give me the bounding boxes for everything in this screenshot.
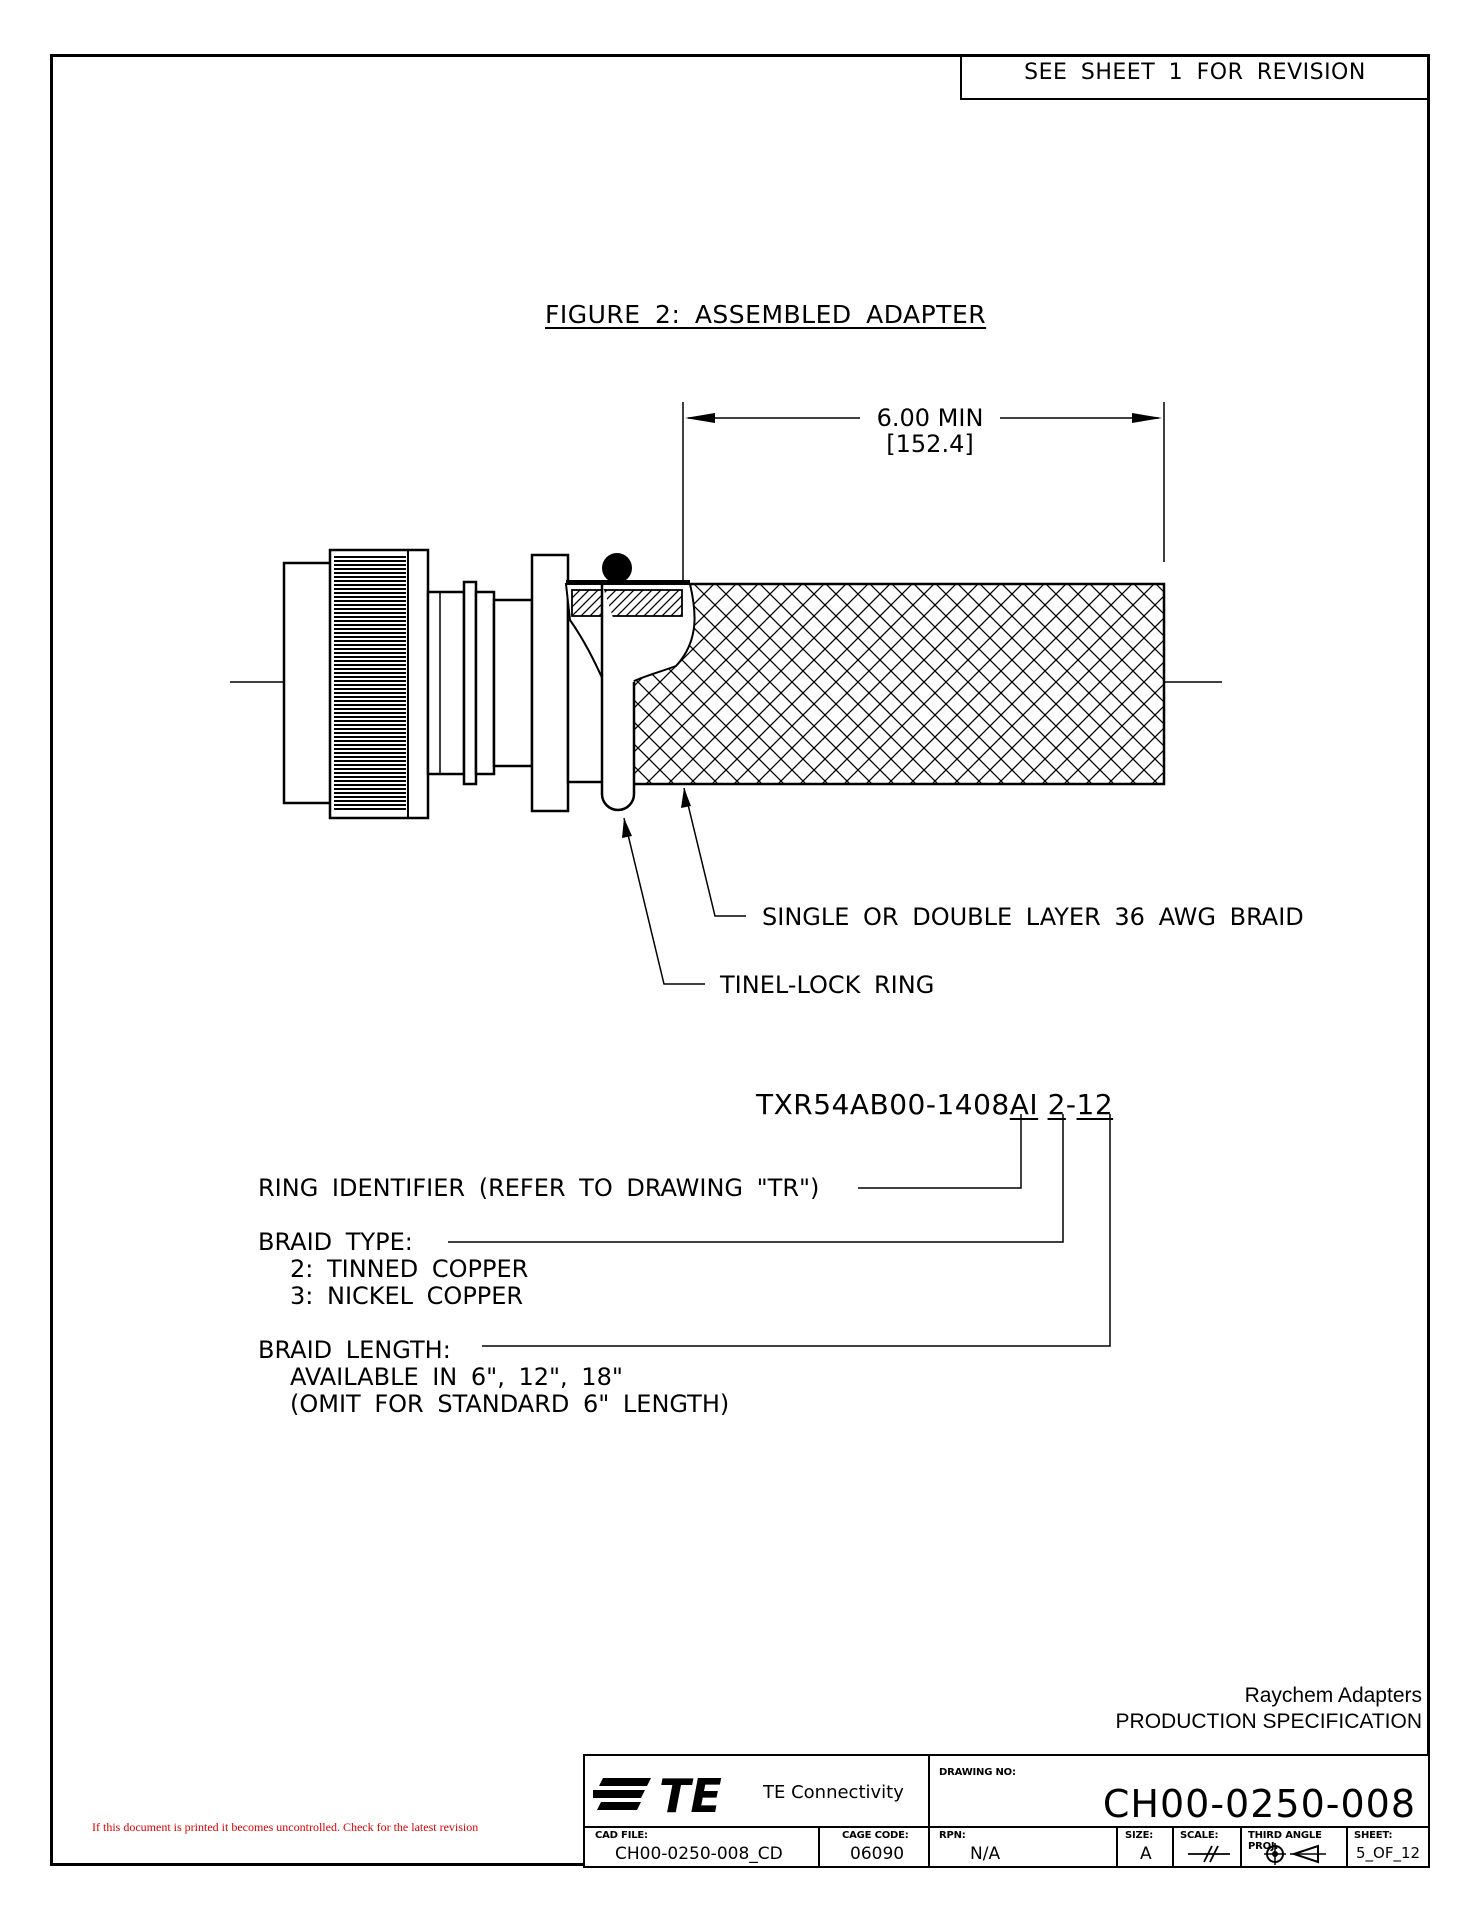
company-name: TE Connectivity — [763, 1782, 904, 1803]
third-angle-projection-icon — [1264, 1843, 1326, 1865]
braid-length-heading: BRAID LENGTH: — [258, 1336, 451, 1364]
length-code: 12 — [1076, 1088, 1114, 1121]
rpn-label: RPN: — [939, 1830, 966, 1841]
projection-cell: THIRD ANGLE PROJ. — [1240, 1826, 1348, 1868]
cad-file-label: CAD FILE: — [595, 1830, 648, 1841]
ring-leader — [623, 817, 705, 985]
not-to-scale-icon — [1188, 1845, 1230, 1863]
company-cell: TE TE Connectivity — [583, 1754, 930, 1828]
size-label: SIZE: — [1125, 1830, 1154, 1841]
braid-type-option: 3: NICKEL COPPER — [290, 1282, 524, 1310]
te-logo-text: TE — [659, 1769, 722, 1818]
revision-note: SEE SHEET 1 FOR REVISION — [1024, 60, 1366, 85]
projection-label: THIRD ANGLE PROJ. — [1248, 1830, 1322, 1852]
rpn-cell: RPN: N/A — [928, 1826, 1118, 1868]
ring-section — [602, 553, 632, 583]
revision-box: SEE SHEET 1 FOR REVISION — [960, 54, 1430, 100]
hatched-sleeve — [571, 589, 683, 617]
braid-type-line — [448, 1114, 1064, 1243]
braid-length-line — [482, 1114, 1111, 1347]
knurl-pattern — [334, 556, 406, 812]
scale-label: SCALE: — [1180, 1830, 1219, 1841]
cad-file-cell: CAD FILE: CH00-0250-008_CD — [583, 1826, 820, 1868]
product-brand: Raychem Adapters — [1244, 1684, 1422, 1707]
rpn: N/A — [970, 1844, 1001, 1864]
sheet-cell: SHEET: 5_OF_12 — [1346, 1826, 1430, 1868]
product-spec: PRODUCTION SPECIFICATION — [1115, 1710, 1422, 1733]
part-number: TXR54AB00-1408AI 2-12 — [756, 1088, 1113, 1121]
scale-cell: SCALE: — [1172, 1826, 1242, 1868]
front-nut — [282, 561, 334, 805]
figure-title: FIGURE 2: ASSEMBLED ADAPTER — [545, 300, 987, 329]
ring-code-line — [858, 1114, 1022, 1189]
drawing-no-cell: DRAWING NO: CH00-0250-008 — [928, 1754, 1430, 1828]
braid-code: 2 — [1047, 1088, 1066, 1121]
ring-callout: TINEL-LOCK RING — [719, 971, 934, 999]
part-number-base: TXR54AB00-1408 — [756, 1088, 1010, 1121]
adapter-body — [426, 590, 466, 776]
te-logo-icon: TE — [593, 1769, 722, 1818]
size-cell: SIZE: A — [1116, 1826, 1174, 1868]
tinel-lock-ring — [600, 584, 636, 812]
sheet-label: SHEET: — [1354, 1830, 1393, 1841]
cage-code-cell: CAGE CODE: 06090 — [818, 1826, 930, 1868]
braid-type-option: 2: TINNED COPPER — [290, 1255, 529, 1283]
part-number-separator: - — [1065, 1088, 1077, 1121]
braid-type-heading: BRAID TYPE: — [258, 1228, 413, 1256]
dimension-metric: [152.4] — [886, 430, 973, 458]
ring-identifier-label: RING IDENTIFIER (REFER TO DRAWING "TR") — [258, 1174, 820, 1202]
drawing-no-label: DRAWING NO: — [939, 1767, 1016, 1778]
braid-sleeve — [632, 584, 1164, 784]
drawing-number: CH00-0250-008 — [1102, 1782, 1416, 1826]
cage-code-label: CAGE CODE: — [842, 1830, 909, 1841]
dimension-value: 6.00 MIN — [877, 404, 984, 432]
flange — [530, 553, 570, 813]
uncontrolled-disclaimer: If this document is printed it becomes u… — [92, 1820, 479, 1834]
cage-code: 06090 — [850, 1844, 905, 1864]
cad-file: CH00-0250-008_CD — [615, 1844, 783, 1864]
sheet-number: 5_OF_12 — [1356, 1844, 1421, 1862]
braid-length-line: (OMIT FOR STANDARD 6" LENGTH) — [290, 1390, 730, 1418]
braid-callout: SINGLE OR DOUBLE LAYER 36 AWG BRAID — [762, 903, 1304, 931]
braid-length-line: AVAILABLE IN 6", 12", 18" — [290, 1363, 623, 1391]
dimension-arrow-left — [685, 413, 715, 423]
dimension-arrow-right — [1132, 413, 1162, 423]
braid-leader — [683, 787, 746, 917]
size: A — [1140, 1844, 1152, 1864]
ring-code: AI — [1009, 1088, 1039, 1121]
